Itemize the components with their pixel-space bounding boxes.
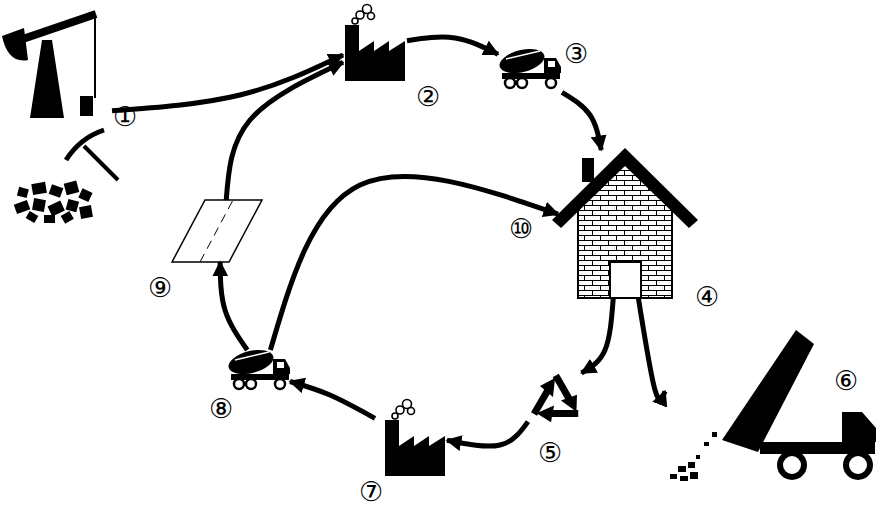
pump-head [2, 28, 28, 61]
flow-arrow [226, 62, 343, 200]
rock-pile [14, 180, 93, 223]
flow-arrow [447, 422, 528, 447]
rock [44, 215, 55, 223]
callout-number: ④ [695, 283, 719, 310]
debris-piece [712, 432, 717, 437]
recycle-arrow [537, 395, 579, 431]
stage-node: ⑤ [528, 373, 582, 425]
road-icon [172, 200, 262, 262]
stage-node: ③ [498, 38, 562, 95]
stage-node: ⑧ [228, 350, 290, 392]
rock [48, 201, 65, 217]
house-icon [552, 148, 698, 298]
callout-number: ② [416, 83, 440, 110]
callout-number: ⑥ [834, 367, 858, 394]
dump-truck [670, 330, 876, 481]
callout-number: ⑤ [538, 439, 562, 466]
rock [78, 188, 92, 202]
pump-beam [14, 14, 96, 42]
stage-node: ① [5, 10, 112, 225]
rock [66, 199, 79, 212]
house-chimney [582, 158, 594, 182]
mixer-truck-icon [226, 346, 290, 389]
flow-arrow [562, 92, 601, 150]
rock [64, 180, 80, 195]
factory-icon [385, 400, 445, 477]
debris-piece [704, 442, 709, 446]
flow-arrow [638, 298, 665, 399]
debris-piece [670, 474, 677, 479]
flow-arrow [220, 262, 247, 350]
road-centerline [200, 200, 233, 262]
stage-node: ⑥ [665, 330, 875, 480]
pickaxe [66, 130, 118, 180]
recycle-arrow [545, 375, 587, 411]
pump-rod [94, 16, 96, 98]
house-door [610, 262, 641, 298]
debris-piece [680, 476, 688, 481]
pump-block [80, 96, 93, 116]
callout-number: ③ [564, 40, 588, 67]
dump-wheel [846, 453, 870, 477]
rock [17, 187, 29, 198]
rock [61, 211, 74, 224]
rock [32, 198, 46, 212]
debris-piece [696, 455, 700, 459]
callout-number: ① [113, 103, 137, 130]
dump-bed [722, 330, 814, 452]
debris [670, 432, 717, 481]
debris-piece [690, 472, 698, 479]
stage-node: ⑦ [375, 398, 447, 476]
pickaxe-handle [84, 146, 118, 180]
pump-jack [2, 14, 96, 118]
rock [31, 182, 47, 195]
rock [14, 200, 31, 214]
mixer-truck-icon [497, 45, 561, 88]
callout-number: ⑧ [209, 395, 233, 422]
factory-icon [345, 5, 405, 82]
flow-arrow [112, 55, 343, 111]
pump-tower [30, 40, 64, 118]
rock [49, 184, 64, 198]
rock [79, 205, 93, 219]
pickaxe-head [66, 130, 104, 160]
recycle-symbol [534, 375, 587, 431]
house-roof [552, 148, 698, 228]
dump-cab [842, 412, 876, 442]
flow-arrow [290, 381, 375, 418]
road-surface [172, 200, 262, 262]
debris-piece [688, 462, 695, 468]
rock [26, 211, 39, 223]
debris-piece [678, 466, 686, 472]
stage-node: ② [343, 3, 407, 82]
callout-number: ⑩ [509, 215, 533, 242]
flow-arrow [407, 37, 498, 54]
dump-wheel [780, 453, 804, 477]
callout-number: ⑦ [359, 478, 383, 505]
flow-arrow [582, 298, 614, 373]
stage-node: ④ [558, 150, 692, 298]
flow-arrow [270, 176, 558, 350]
callout-number: ⑨ [148, 274, 172, 301]
stage-node: ⑨ [172, 200, 262, 262]
